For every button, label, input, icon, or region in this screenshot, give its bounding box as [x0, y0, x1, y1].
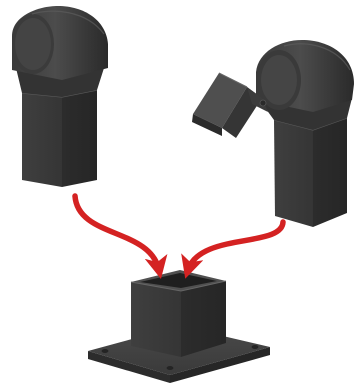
rounded-post-cap-icon	[12, 6, 108, 187]
curved-arrow-icon	[72, 193, 168, 280]
angled-bracket-post-cap-icon	[192, 40, 354, 227]
curved-arrow-icon	[181, 219, 286, 279]
square-post-base-plate-icon	[88, 270, 270, 383]
